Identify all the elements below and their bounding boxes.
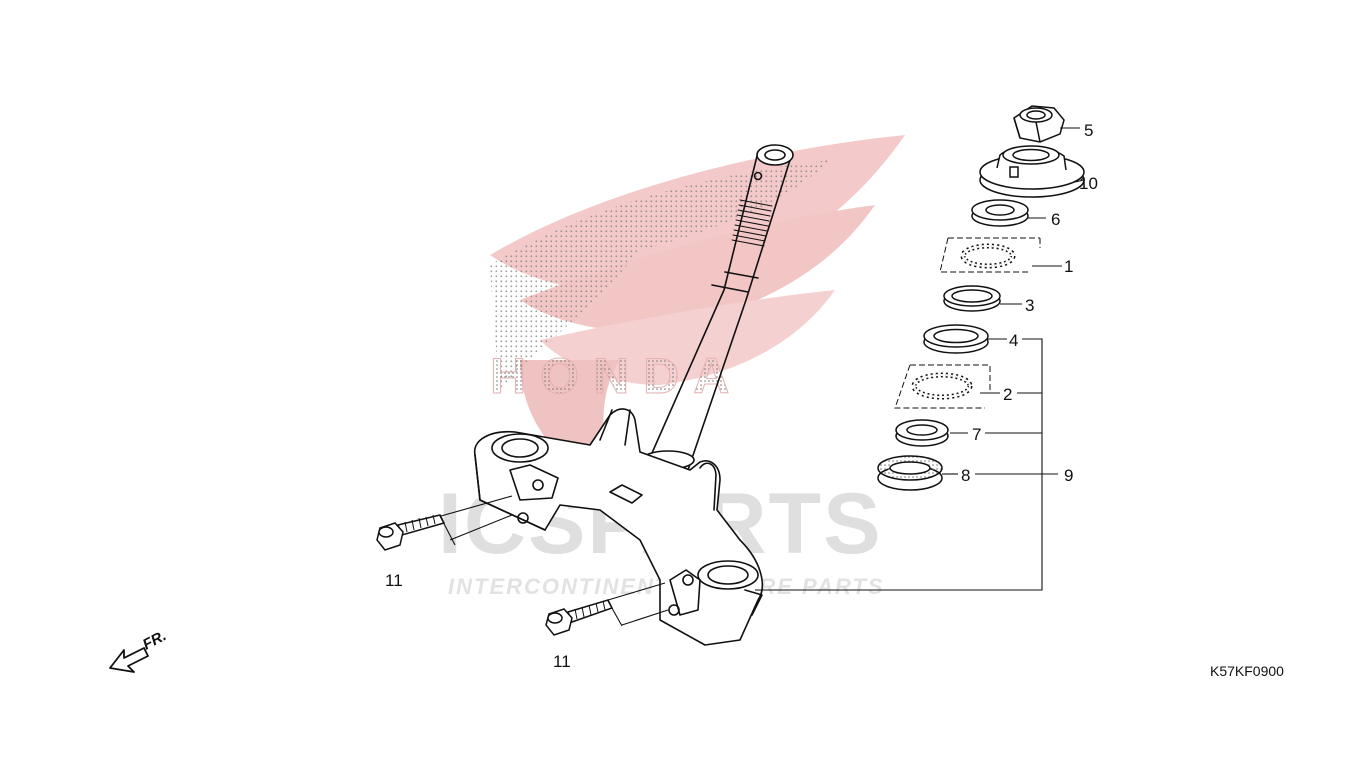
honda-logo-text: HONDA (490, 348, 743, 404)
stopper-block (609, 484, 643, 504)
part-3-race (943, 285, 1001, 312)
callouts: 5 10 6 1 3 4 2 7 8 9 11 11 (385, 121, 1098, 671)
wing-dotted-area (490, 160, 830, 390)
callout-10: 10 (1079, 174, 1098, 193)
honda-wing-logo: HONDA (490, 135, 905, 480)
part-10-locknut (979, 145, 1085, 198)
part-1-ball-race (939, 237, 1041, 273)
front-arrow-icon (109, 647, 149, 673)
part-4-race (923, 324, 989, 354)
stem-top-opening (756, 144, 794, 166)
left-fork-hole (491, 433, 549, 463)
callout-7: 7 (972, 425, 981, 444)
bolt-guide-lines (439, 495, 669, 627)
group-9-bracket (755, 338, 1058, 591)
stem-thread (731, 199, 773, 247)
bolt-lower (545, 599, 614, 636)
part-5-nut (1013, 105, 1065, 143)
callout-11-lower: 11 (553, 652, 571, 671)
part-8-seal (877, 455, 943, 491)
callout-8: 8 (961, 466, 970, 485)
callout-4: 4 (1009, 331, 1018, 350)
callout-9: 9 (1064, 466, 1073, 485)
callout-11-upper: 11 (385, 571, 403, 590)
leader-lines (755, 127, 1085, 591)
part-2-ball-race (894, 364, 991, 409)
bolt-upper (376, 514, 446, 551)
part-7-race (895, 419, 949, 447)
part-6-race (971, 199, 1029, 227)
callout-2: 2 (1003, 385, 1012, 404)
diagram-code: K57KF0900 (1210, 663, 1284, 679)
wing-feather-mid (520, 205, 875, 331)
callout-5: 5 (1084, 121, 1093, 140)
callout-1: 1 (1064, 257, 1073, 276)
callout-6: 6 (1051, 210, 1060, 229)
right-fork-hole (697, 560, 759, 590)
front-direction-marker: FR. (109, 627, 169, 673)
callout-3: 3 (1025, 296, 1034, 315)
steering-stem (474, 144, 794, 646)
